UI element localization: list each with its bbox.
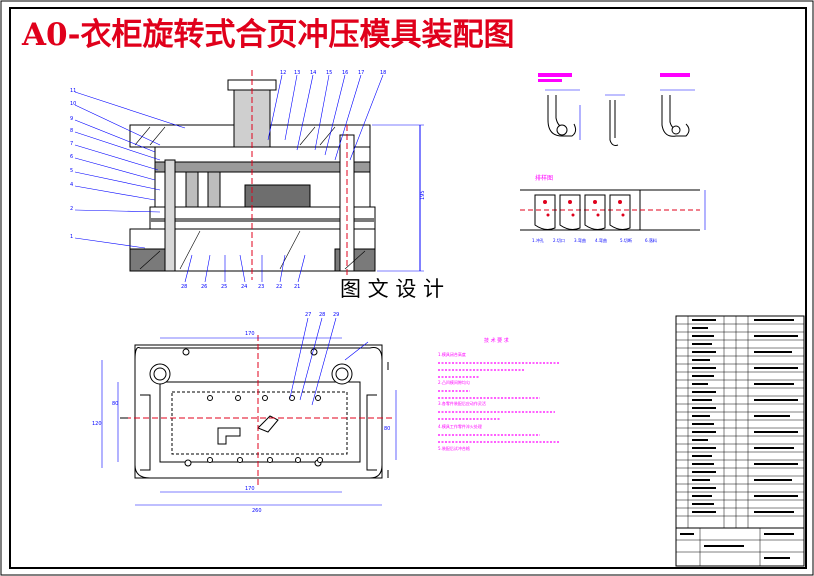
balloon-13: 13	[294, 70, 300, 76]
note-1: 1.模具闭合高度	[438, 351, 466, 357]
svg-text:5: 5	[70, 168, 73, 174]
note-5: 5.装配后试冲合格	[438, 445, 470, 451]
strip-step-6: 6.落料	[645, 237, 657, 243]
balloon-15: 15	[326, 70, 332, 76]
svg-text:80: 80	[384, 426, 390, 432]
balloon-26: 26	[201, 284, 207, 290]
note-2: 2.凸凹模间隙均匀	[438, 379, 470, 385]
note-4: 4.模具工作零件淬火处理	[438, 423, 482, 429]
left-leaders	[74, 91, 186, 249]
plan-balloon-29: 29	[333, 312, 339, 318]
strip-step-5: 5.切断	[620, 237, 632, 243]
svg-text:10: 10	[70, 101, 76, 107]
balloon-21: 21	[294, 284, 300, 290]
strip-step-2: 2.切口	[553, 237, 565, 243]
front-section-view: 195	[129, 70, 426, 280]
notes-title: 技 术 要 求	[484, 337, 509, 344]
bottom-balloon-row: 28 26 25 24 23 22 21	[181, 284, 300, 290]
svg-text:2: 2	[70, 206, 73, 212]
strip-step-1: 1.冲孔	[532, 237, 544, 243]
plan-balloon-28: 28	[319, 312, 325, 318]
watermark-text: 图 文 设 计	[340, 277, 444, 301]
top-balloon-row: 12 13 14 15 16 17 18	[280, 70, 386, 76]
left-balloon-numbers: 11 10 9 8 7 6 5 4 2 1	[70, 88, 76, 240]
part-sketches	[538, 73, 695, 146]
svg-text:7: 7	[70, 141, 73, 147]
plan-view: 170 170 260 80 120 80 27 28 29	[92, 312, 397, 514]
svg-text:11: 11	[70, 88, 76, 94]
inner-border	[9, 7, 807, 569]
svg-text:9: 9	[70, 116, 73, 122]
svg-text:170: 170	[245, 486, 255, 492]
balloon-17: 17	[358, 70, 364, 76]
top-leaders	[267, 74, 384, 161]
balloon-23: 23	[258, 284, 264, 290]
balloon-16: 16	[342, 70, 348, 76]
plan-balloon-27: 27	[305, 312, 311, 318]
balloon-14: 14	[310, 70, 316, 76]
strip-layout-label: 排样图	[535, 174, 553, 182]
svg-text:170: 170	[245, 331, 255, 337]
svg-text:260: 260	[252, 508, 262, 514]
balloon-18: 18	[380, 70, 386, 76]
bottom-leaders	[184, 254, 306, 283]
svg-text:4: 4	[70, 182, 73, 188]
strip-step-3: 3.弯曲	[574, 237, 586, 243]
balloon-12: 12	[280, 70, 286, 76]
technical-notes: 技 术 要 求 1.模具闭合高度 2.凸凹模间隙均匀 3.各零件装配后应动作灵活…	[438, 337, 560, 451]
svg-text:8: 8	[70, 128, 73, 134]
svg-text:120: 120	[92, 421, 102, 427]
strip-layout: 1.冲孔 2.切口 3.弯曲 4.弯曲 5.切断 6.落料	[520, 189, 706, 243]
strip-step-4: 4.弯曲	[595, 237, 607, 243]
svg-text:1: 1	[70, 234, 73, 240]
balloon-25: 25	[221, 284, 227, 290]
drawing-title: A0-衣柜旋转式合页冲压模具装配图	[21, 17, 515, 53]
svg-text:195: 195	[420, 190, 426, 200]
parts-list-table	[675, 315, 805, 567]
svg-text:6: 6	[70, 154, 73, 160]
balloon-24: 24	[241, 284, 247, 290]
balloon-28b: 28	[181, 284, 187, 290]
svg-text:80: 80	[112, 401, 118, 407]
note-3: 3.各零件装配后应动作灵活	[438, 400, 486, 406]
balloon-22: 22	[276, 284, 282, 290]
